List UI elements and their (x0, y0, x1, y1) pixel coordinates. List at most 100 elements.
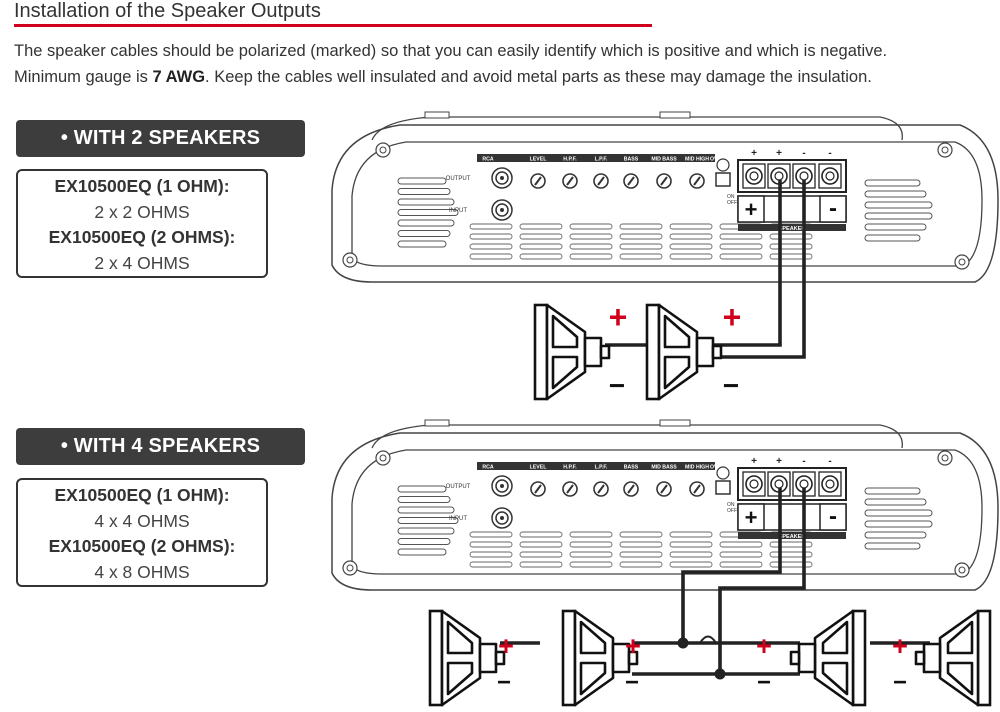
off-label: OFF (727, 508, 737, 514)
terminal-screw-icon (799, 479, 809, 489)
speaker-terminal (789, 650, 801, 666)
speaker-cone-highlight (579, 620, 607, 655)
vent-slot (397, 240, 447, 248)
terminal-screw-icon (825, 479, 835, 489)
knob-icon (566, 176, 574, 186)
polarity-minus: − (609, 370, 625, 401)
spec-config-2: 2 x 4 OHMS (94, 252, 190, 273)
vent-slot (397, 230, 451, 237)
vent-slot (669, 253, 713, 260)
control-label: MID BASS (651, 465, 677, 471)
polarity-plus-box (737, 195, 765, 223)
speaker-cone-highlight (663, 314, 691, 349)
vent-slot (469, 531, 513, 538)
vent-slot (397, 506, 455, 514)
vent-slot (519, 233, 563, 240)
terminal-sign: + (751, 148, 757, 159)
terminal-sign: - (802, 148, 805, 159)
wire-crossover (699, 635, 717, 644)
title-underline (14, 24, 652, 27)
label-strip (477, 462, 715, 470)
vent-slot (864, 190, 927, 198)
vent-slot (719, 243, 763, 250)
speaker-terminal (914, 650, 926, 666)
wire-gauge: 7 AWG (152, 68, 206, 86)
panel-plus-sign: + (745, 505, 758, 530)
speaker-cone-highlight (821, 620, 849, 655)
spec-model-1: EX10500EQ (1 OHM): (54, 485, 230, 505)
terminal-screw-icon (749, 171, 759, 181)
off-label: OFF (727, 200, 737, 206)
speaker-label-strip (738, 532, 846, 539)
speaker-3 (428, 609, 506, 707)
vent-slot (719, 551, 763, 558)
vent-slot (569, 253, 613, 260)
vent-slot (719, 253, 763, 260)
vent-slot (619, 223, 663, 230)
vent-slot (397, 527, 455, 535)
amp-inner-outline (351, 449, 983, 575)
intro-line-1: The speaker cables should be polarized (… (14, 42, 888, 60)
speaker-cone-highlight (946, 620, 974, 655)
spec-model-1: EX10500EQ (1 OHM): (54, 176, 230, 196)
vent-slot (864, 212, 933, 220)
vent-slot (864, 201, 933, 209)
polarity-minus: − (893, 669, 907, 696)
vent-slot (619, 551, 663, 558)
polarity-plus: + (625, 631, 641, 661)
screw-icon (379, 454, 387, 462)
screw-icon (346, 256, 354, 264)
speaker-2 (645, 303, 723, 401)
wire-junction (714, 668, 726, 680)
control-label: L.P.F. (595, 465, 608, 471)
vent-slot (469, 561, 513, 568)
vent-slot (719, 541, 763, 548)
control-label: RCA (482, 157, 493, 163)
vent-slot (397, 485, 447, 493)
wire-negative (710, 180, 806, 359)
speaker-cone-highlight (446, 620, 474, 655)
input-label: INPUT (449, 516, 467, 522)
screw-icon (346, 564, 354, 572)
knob-icon (566, 484, 574, 494)
vent-slot (864, 223, 927, 231)
vent-slot (519, 541, 563, 548)
speaker-label: SPEAKER (779, 534, 806, 540)
terminal-sign: + (751, 456, 757, 467)
led-icon (716, 466, 730, 480)
vent-slot (864, 542, 921, 550)
screw-icon (379, 146, 387, 154)
output-label: OUTPUT (446, 484, 471, 490)
spec-box-4-speakers: EX10500EQ (1 OHM): 4 x 4 OHMS EX10500EQ … (16, 478, 268, 587)
amp-top-tab (424, 419, 450, 427)
vent-slot (864, 498, 927, 506)
vent-slot (669, 531, 713, 538)
vent-slot (397, 517, 459, 524)
vent-slot (719, 233, 763, 240)
terminal-screw-icon (774, 479, 784, 489)
speaker-frame (645, 303, 661, 401)
vent-slot (397, 177, 447, 185)
vent-slot (864, 509, 933, 517)
speaker-cone-highlight (663, 355, 691, 390)
control-label: RCA (482, 465, 493, 471)
control-label: MID HIGH (685, 157, 709, 163)
terminal-sign: + (776, 456, 782, 467)
spec-box-2-speakers: EX10500EQ (1 OHM): 2 x 2 OHMS EX10500EQ … (16, 169, 268, 278)
spec-model-2: EX10500EQ (2 OHMS): (48, 536, 236, 556)
speaker-magnet (797, 642, 817, 674)
intro-line-2-end: . Keep the cables well insulated and avo… (205, 68, 872, 86)
speaker-cone-highlight (551, 314, 579, 349)
knob-icon (693, 484, 701, 494)
speaker-frame (533, 303, 549, 401)
vent-slot (569, 551, 613, 558)
spec-config-2: 4 x 8 OHMS (94, 561, 190, 582)
vent-slot (519, 551, 563, 558)
polarity-minus: − (497, 669, 511, 696)
vent-slot (669, 541, 713, 548)
vent-slot (619, 561, 663, 568)
panel-minus-sign: - (829, 195, 837, 222)
speaker-magnet (922, 642, 942, 674)
polarity-minus-box (819, 503, 847, 531)
